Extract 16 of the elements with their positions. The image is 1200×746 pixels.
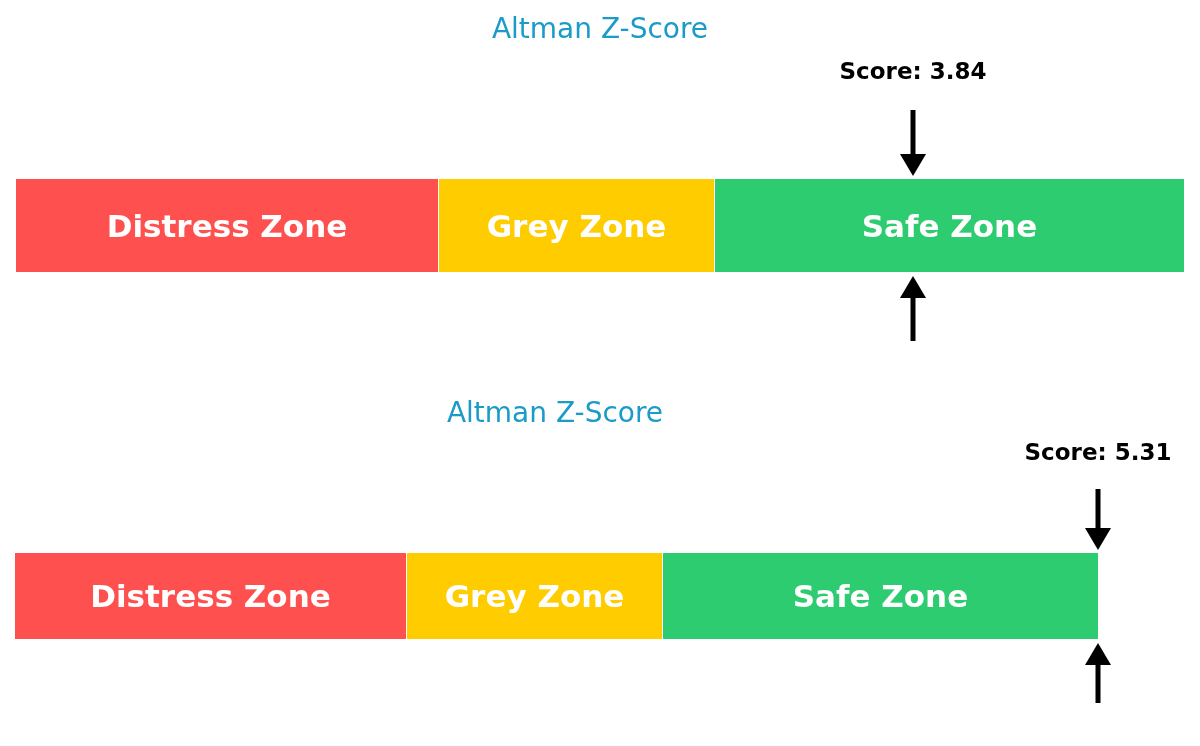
score-label: Score: 3.84 <box>839 58 987 84</box>
zone-label: Grey Zone <box>486 207 667 244</box>
chart-title: Altman Z-Score <box>491 12 709 45</box>
zone-label: Distress Zone <box>106 207 348 244</box>
zone-label: Safe Zone <box>792 578 969 614</box>
zone-label: Distress Zone <box>90 578 331 614</box>
zone-bar <box>16 179 438 272</box>
zone-bar <box>407 553 662 639</box>
zone-bar <box>439 179 714 272</box>
zone-bar <box>15 553 406 639</box>
score-label: Score: 5.31 <box>1024 439 1172 465</box>
zone-bar <box>663 553 1098 639</box>
chart-title: Altman Z-Score <box>446 396 664 429</box>
zone-label: Grey Zone <box>444 578 625 614</box>
zone-bar <box>715 179 1184 272</box>
zone-label: Safe Zone <box>861 207 1038 244</box>
